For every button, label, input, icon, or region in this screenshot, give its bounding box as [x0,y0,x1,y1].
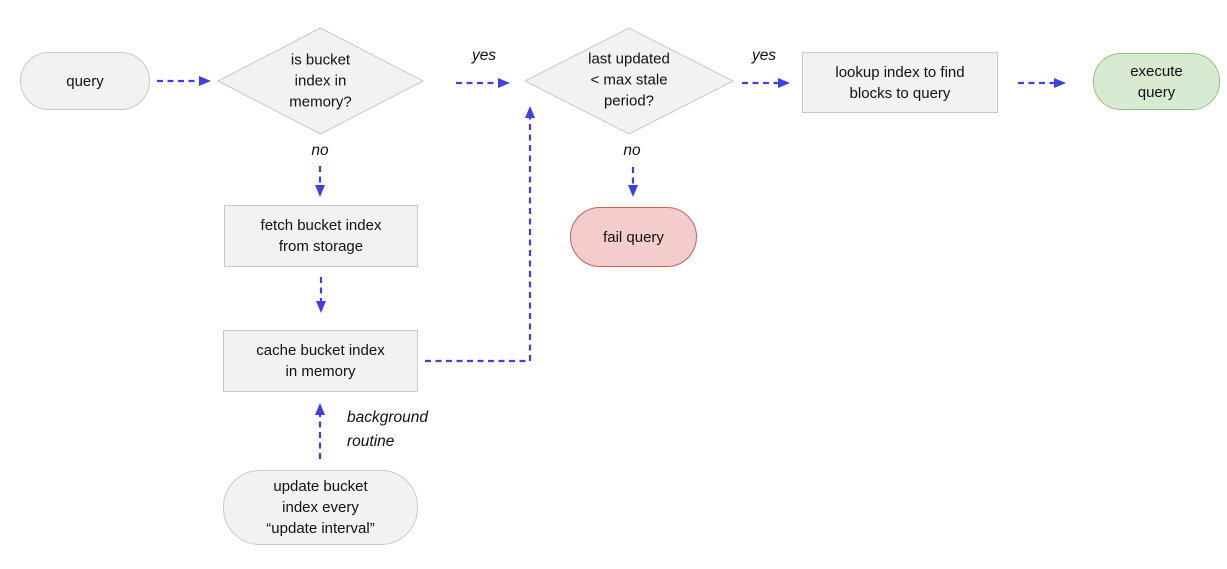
node-execute-query-line1: execute [1130,62,1183,80]
node-query: query [20,52,150,110]
decision-memory-check-line1: is bucket [290,51,351,69]
node-cache-bucket-index-line1: cache bucket index [256,342,385,359]
node-fetch-bucket-index-line1: fetch bucket index [260,217,382,234]
edge-cache-to-stale-check [425,106,535,363]
edge-label-background-routine: background routine [347,406,428,454]
node-lookup-index: lookup index to find blocks to query [802,52,998,113]
edge-label-no-memory-check: no [311,142,329,159]
node-fail-query: fail query [570,207,697,267]
node-update-bucket-index: update bucket index every “update interv… [223,470,418,545]
edge-label-no-stale-check: no [623,142,641,159]
edge-label-background-routine-line1: background [347,409,429,426]
decision-stale-check-line1: last updated [588,50,670,68]
edge-label-background-routine-line2: routine [347,433,395,450]
node-cache-bucket-index-line2: in memory [285,363,356,380]
decision-memory-check-label: is bucket index in memory? [246,50,396,113]
node-lookup-index-line2: blocks to query [849,84,951,102]
decision-memory-check-line2: index in [294,72,347,90]
node-fetch-bucket-index-line2: from storage [278,238,364,255]
node-update-bucket-index-line3: “update interval” [266,520,375,537]
node-update-bucket-index-line1: update bucket [273,478,368,495]
node-fetch-bucket-index: fetch bucket index from storage [224,205,418,267]
node-execute-query-line2: query [1137,83,1176,101]
decision-stale-check-label: last updated < max stale period? [554,49,704,112]
decision-last-updated-max-stale [523,27,735,135]
node-update-bucket-index-line2: index every [282,499,359,516]
node-query-label: query [66,72,104,90]
edge-label-yes-stale-check: yes [751,47,777,64]
decision-stale-check-line2: < max stale [590,71,668,89]
decision-stale-check-line3: period? [603,92,655,110]
node-execute-query: execute query [1093,53,1220,110]
decision-is-bucket-index-in-memory [216,27,425,135]
node-cache-bucket-index: cache bucket index in memory [223,330,418,392]
node-fail-query-label: fail query [603,228,664,246]
decision-memory-check-line3: memory? [289,93,352,111]
node-lookup-index-line1: lookup index to find [835,63,965,81]
edge-label-yes-memory-check: yes [471,47,497,64]
